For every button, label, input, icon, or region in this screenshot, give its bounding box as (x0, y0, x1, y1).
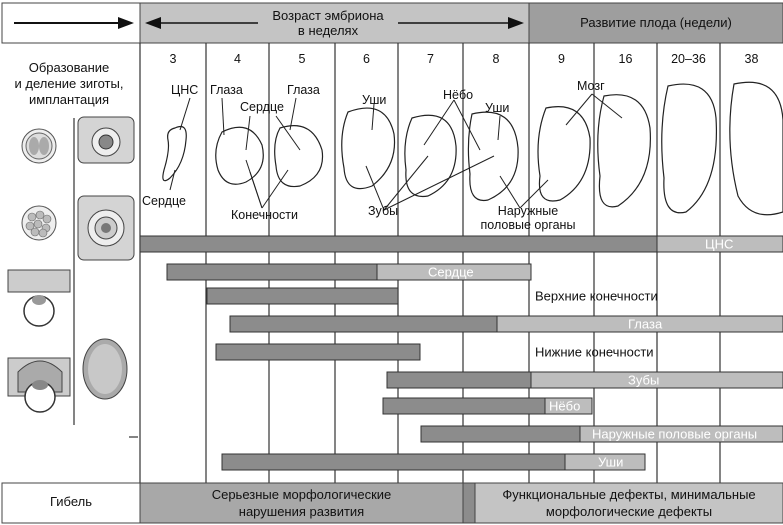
embryo-age-header: Возраст эмбриона в неделях (258, 8, 398, 38)
week-label: 5 (298, 52, 306, 66)
footer-functional-cell (474, 482, 783, 524)
bar-light-segment (496, 315, 783, 333)
bar-label: Сердце (428, 265, 474, 280)
bar-label: Нижние конечности (535, 345, 654, 360)
bar-label: Нёбо (549, 399, 580, 414)
fetus-week16-sketch (597, 94, 651, 208)
blastocyst-attach-illustration (7, 269, 71, 327)
header-embryo-arrow (145, 17, 524, 29)
footer-major-defects-label: Серьезные морфологические нарушения разв… (211, 487, 392, 519)
bar-dark-segment (206, 287, 399, 305)
embryonic-disc-illustration (77, 195, 135, 261)
morula-illustration (21, 205, 57, 241)
week-label: 8 (492, 52, 500, 66)
week-label: 7 (427, 52, 434, 66)
week-label: 6 (363, 52, 370, 66)
bar-label: ЦНС (705, 237, 733, 252)
label-leader-lines (169, 93, 623, 211)
bar-label: Наружные половые органы (592, 427, 757, 442)
week-label: 20–36 (671, 52, 706, 66)
bar-label: Глаза (628, 317, 663, 332)
embryo-week4-sketch (215, 126, 264, 185)
zygote-two-cell-illustration (21, 128, 57, 164)
organ-label-eyes-week5: Глаза (287, 83, 320, 97)
bar-dark-segment (215, 343, 421, 361)
implanted-blastocyst-illustration (7, 357, 71, 413)
bar-light-segment (656, 235, 783, 253)
bar-label: Верхние конечности (535, 289, 658, 304)
bar-light-segment (530, 371, 783, 389)
bar-dark-segment (221, 453, 566, 471)
organ-label-cns: ЦНС (171, 83, 199, 97)
embryo-sketches (162, 81, 783, 216)
chorionic-sac-illustration (82, 338, 128, 400)
week-label: 3 (169, 52, 177, 66)
organ-label-ears-week6: Уши (362, 93, 387, 107)
organ-label-heart-week4: Сердце (240, 100, 284, 114)
organ-label-palate: Нёбо (443, 88, 474, 102)
embryo-week7-sketch (404, 114, 457, 198)
bar-label: Зубы (628, 373, 659, 388)
bar-dark-segment (420, 425, 581, 443)
organ-label-teeth: Зубы (368, 204, 399, 218)
bar-dark-segment (382, 397, 546, 415)
zygote-stage-label: Образование и деление зиготы, имплантаци… (14, 60, 124, 107)
footer-major-cell (139, 482, 464, 524)
bar-dark-segment (229, 315, 498, 333)
bar-label: Уши (598, 455, 623, 470)
week-label: 4 (234, 52, 241, 66)
fetus-week38-sketch (729, 81, 783, 216)
organ-label-brain: Мозг (577, 79, 605, 93)
bar-dark-segment (139, 235, 658, 253)
bar-dark-segment (166, 263, 378, 281)
week-label: 9 (558, 52, 565, 66)
fetus-week20-36-sketch (661, 83, 718, 214)
organ-label-heart-week3: Сердце (142, 194, 186, 208)
embryo-week6-sketch (341, 107, 396, 190)
footer-transition-cell (462, 482, 476, 524)
footer-functional-defects-label: Функциональные дефекты, минимальные морф… (502, 487, 756, 519)
embryo-week5-sketch (274, 125, 324, 188)
header-left-arrow (14, 17, 134, 29)
footer-death-label: Гибель (49, 494, 93, 509)
organ-label-limbs: Конечности (231, 208, 298, 222)
organ-label-eyes-week4: Глаза (210, 83, 243, 97)
organ-label-genitals: Наружные половые органы (480, 204, 576, 232)
blastocyst-implanting-illustration (77, 116, 135, 164)
week-label: 16 (618, 52, 633, 66)
bar-light-segment (564, 453, 646, 471)
week-label: 38 (744, 52, 759, 66)
bar-light-segment (544, 397, 593, 415)
header-fetal-cell (528, 2, 783, 44)
organ-label-ears-week8: Уши (485, 101, 510, 115)
bar-dark-segment (386, 371, 532, 389)
footer-death-cell (1, 482, 141, 524)
bar-light-segment (579, 425, 783, 443)
bar-light-segment (376, 263, 532, 281)
embryo-week3-sketch (162, 125, 187, 182)
fetus-week9-sketch (537, 106, 591, 202)
fetal-development-header: Развитие плода (недели) (580, 15, 732, 30)
